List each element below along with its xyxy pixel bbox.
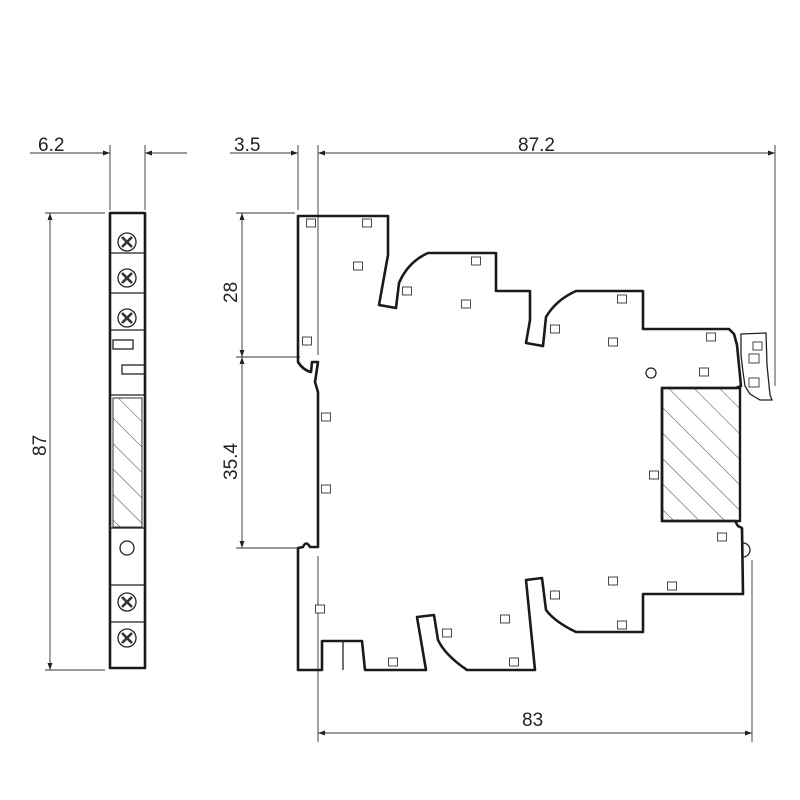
screw-slot — [121, 632, 133, 644]
screw-terminals — [117, 232, 137, 648]
screw-icon — [117, 592, 137, 612]
marker-square — [550, 324, 560, 334]
marker-square — [706, 332, 716, 342]
marker-square — [315, 604, 325, 614]
marker-square — [608, 576, 618, 586]
marker-square — [617, 620, 627, 630]
marker-square — [509, 657, 519, 667]
marker-square — [699, 367, 709, 377]
dim-side-width: 6.2 — [38, 135, 64, 156]
bump — [742, 542, 751, 558]
screw-slot — [121, 236, 133, 248]
marker-square — [353, 261, 363, 271]
marker-square — [321, 412, 331, 422]
marker-square — [402, 286, 412, 296]
dim-rail-offset: 3.5 — [234, 135, 260, 156]
label-area-hatched — [660, 386, 742, 523]
label-area-hatched — [112, 397, 143, 528]
marker-square — [442, 628, 452, 638]
screw-icon — [117, 628, 137, 648]
marker-square — [649, 470, 659, 480]
dim-height: 87 — [30, 435, 51, 456]
screw-icon — [117, 232, 137, 252]
marker-square — [500, 614, 510, 624]
dim-body-depth: 83 — [522, 710, 543, 731]
marker-square — [717, 532, 727, 542]
marker-square — [608, 337, 618, 347]
marker-squares — [302, 218, 727, 667]
reference-hole — [645, 367, 657, 379]
marker-square — [362, 218, 372, 228]
din-rail-clip — [740, 332, 773, 401]
front-view — [108, 211, 147, 670]
marker-square — [667, 581, 677, 591]
dim-total-depth: 87.2 — [518, 135, 555, 156]
marker-square — [321, 484, 331, 494]
marker-square — [550, 590, 560, 600]
marker-square — [306, 218, 316, 228]
screw-icon — [117, 268, 137, 288]
marker-square — [302, 336, 312, 346]
marker-square — [461, 299, 471, 309]
marker-square — [471, 256, 481, 266]
screw-slot — [121, 312, 133, 324]
led-indicator — [119, 540, 135, 556]
marker-square — [388, 657, 398, 667]
screw-slot — [121, 596, 133, 608]
dim-rail-height: 35.4 — [221, 443, 242, 480]
dimension-lines — [30, 145, 776, 742]
side-view — [296, 214, 773, 672]
screw-slot — [121, 272, 133, 284]
screw-icon — [117, 308, 137, 328]
marker-square — [617, 294, 627, 304]
dim-upper-height: 28 — [221, 282, 242, 303]
